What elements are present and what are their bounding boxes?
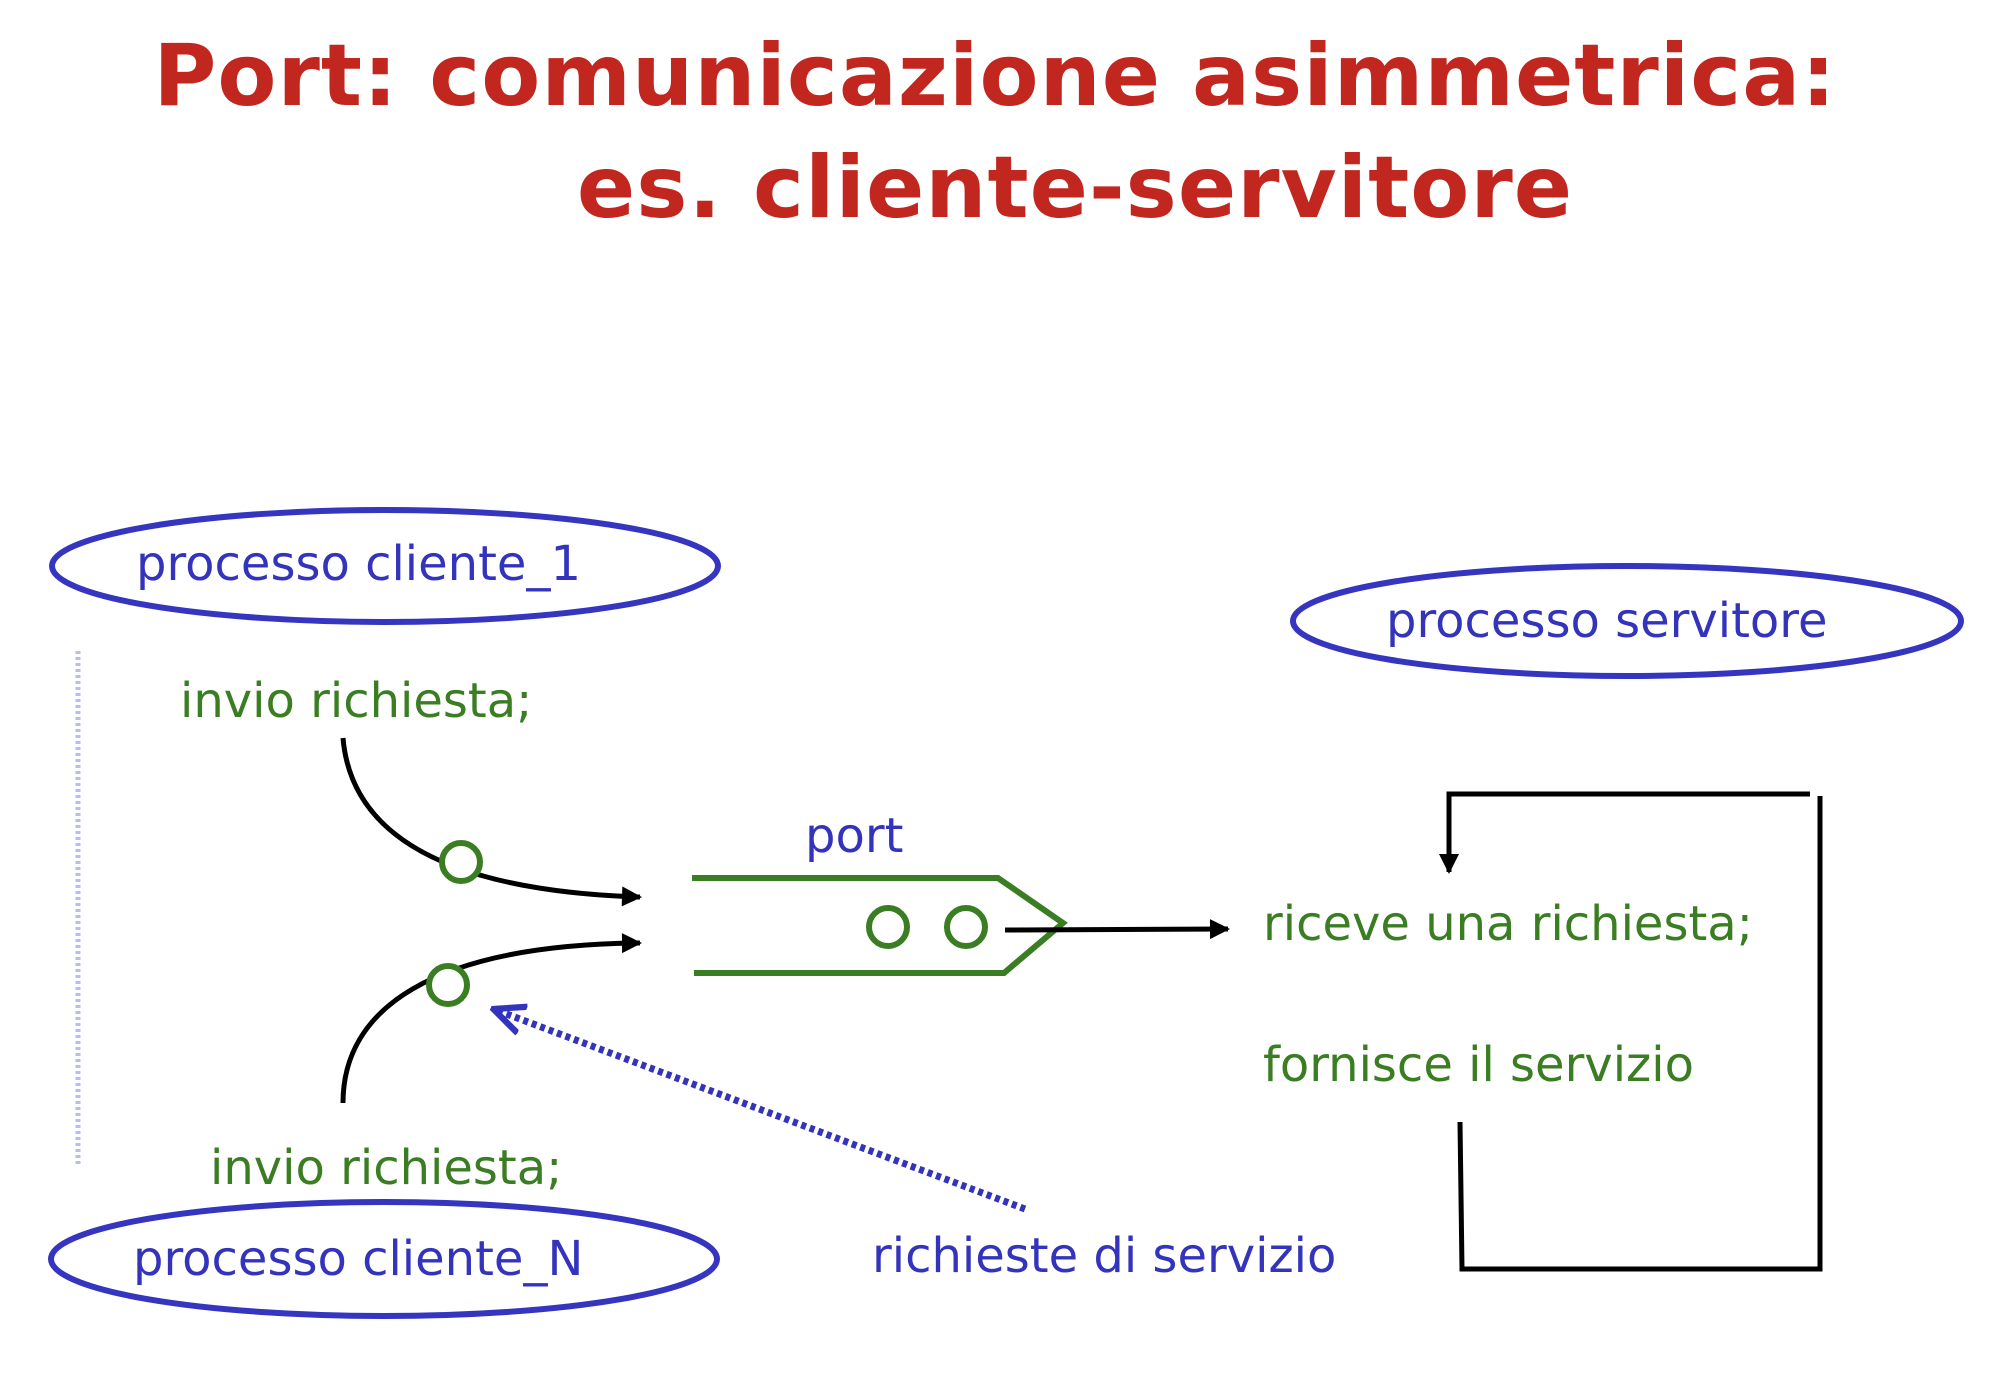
title-line-1: Port: comunicazione asimmetrica: — [153, 26, 1837, 126]
server-loop-return-arrow — [1439, 791, 1810, 874]
clientN-label: processo cliente_N — [133, 1231, 584, 1287]
client1-ellipse — [49, 507, 721, 625]
clientN-send-arrow — [340, 933, 642, 1104]
port-shape — [692, 875, 1068, 976]
server-label: processo servitore — [1386, 593, 1828, 649]
client1-send-label: invio richiesta; — [180, 673, 533, 729]
port-queue-circle-2 — [944, 905, 988, 949]
clientN-send-label: invio richiesta; — [210, 1140, 563, 1196]
client1-message-circle — [439, 840, 483, 884]
port-label: port — [805, 808, 904, 864]
title-line-2: es. cliente-servitore — [576, 138, 1574, 238]
clientN-ellipse — [48, 1199, 720, 1319]
port-to-server-arrow — [1004, 919, 1230, 940]
server-ellipse — [1290, 563, 1964, 679]
receive-label: riceve una richiesta; — [1263, 896, 1753, 952]
requests-label: richieste di servizio — [872, 1228, 1337, 1284]
clientN-message-circle — [426, 963, 470, 1007]
client1-send-arrow — [340, 737, 642, 907]
port-queue-circle-1 — [866, 905, 910, 949]
slide-title: Port: comunicazione asimmetrica: es. cli… — [0, 20, 1990, 244]
server-loop — [1457, 796, 1823, 1272]
provide-label: fornisce il servizio — [1263, 1037, 1694, 1093]
client1-label: processo cliente_1 — [136, 536, 581, 592]
requests-pointer-arrow — [496, 1010, 1027, 1213]
